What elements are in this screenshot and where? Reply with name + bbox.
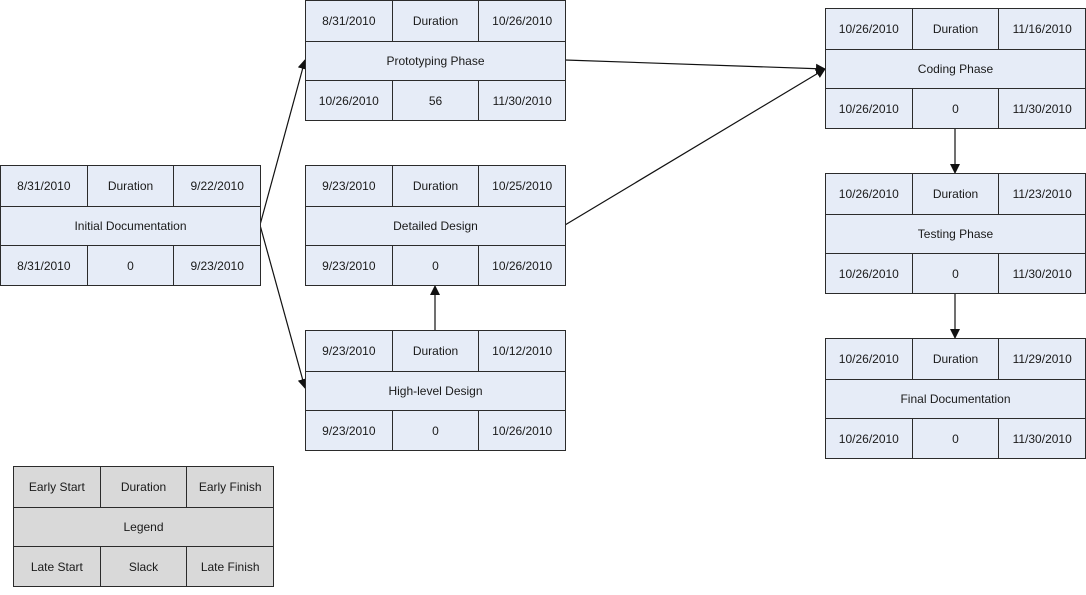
legend-duration: Duration [99,467,187,507]
late-start: 8/31/2010 [17,259,71,273]
late-finish: 11/30/2010 [478,81,565,121]
slack: 0 [86,246,174,286]
early-finish: 9/22/2010 [173,166,260,206]
late-finish: 11/30/2010 [998,419,1085,459]
duration-label: Duration [391,166,479,206]
task-initial-documentation[interactable]: 8/31/2010 Duration 9/22/2010 Initial Doc… [0,165,261,286]
slack: 0 [391,411,479,451]
legend-slack: Slack [99,547,187,587]
late-start: 9/23/2010 [322,424,376,438]
task-detailed-design[interactable]: 9/23/2010 Duration 10/25/2010 Detailed D… [305,165,566,286]
early-finish: 11/23/2010 [998,174,1085,214]
late-finish: 10/26/2010 [478,411,565,451]
late-finish: 11/30/2010 [998,254,1085,294]
task-final-documentation[interactable]: 10/26/2010 Duration 11/29/2010 Final Doc… [825,338,1086,459]
early-finish: 10/26/2010 [478,1,565,41]
task-coding-phase[interactable]: 10/26/2010 Duration 11/16/2010 Coding Ph… [825,8,1086,129]
arrow-detailed-to-coding [564,68,826,226]
late-start: 10/26/2010 [838,432,899,446]
task-name: High-level Design [388,384,483,398]
late-start: 10/26/2010 [318,94,379,108]
legend-title: Legend [123,520,164,534]
early-finish: 11/16/2010 [998,9,1085,49]
early-finish: 11/29/2010 [998,339,1085,379]
duration-label: Duration [911,9,999,49]
legend-late-start: Late Start [30,560,83,574]
task-name: Testing Phase [917,227,994,241]
task-name: Coding Phase [917,62,994,76]
late-finish: 11/30/2010 [998,89,1085,129]
late-start: 10/26/2010 [838,102,899,116]
task-name: Final Documentation [900,392,1011,406]
task-name: Detailed Design [393,219,478,233]
arrow-prototyping-to-coding [564,59,826,74]
duration-label: Duration [911,339,999,379]
early-start: 8/31/2010 [17,179,71,193]
duration-label: Duration [391,331,479,371]
slack: 56 [391,81,479,121]
arrow-initial-to-highlevel [259,224,308,389]
legend-box: Early Start Duration Early Finish Legend… [13,466,274,587]
task-prototyping-phase[interactable]: 8/31/2010 Duration 10/26/2010 Prototypin… [305,0,566,121]
early-finish: 10/25/2010 [478,166,565,206]
arrow-initial-to-prototyping [259,59,308,226]
late-start: 10/26/2010 [838,267,899,281]
slack: 0 [391,246,479,286]
late-start: 9/23/2010 [322,259,376,273]
legend-early-start: Early Start [28,480,85,494]
task-name: Prototyping Phase [386,54,485,68]
task-high-level-design[interactable]: 9/23/2010 Duration 10/12/2010 High-level… [305,330,566,451]
legend-early-finish: Early Finish [186,467,273,507]
duration-label: Duration [391,1,479,41]
slack: 0 [911,89,999,129]
late-finish: 10/26/2010 [478,246,565,286]
early-finish: 10/12/2010 [478,331,565,371]
duration-label: Duration [86,166,174,206]
late-finish: 9/23/2010 [173,246,260,286]
task-name: Initial Documentation [74,219,187,233]
early-start: 10/26/2010 [838,352,899,366]
early-start: 9/23/2010 [322,344,376,358]
early-start: 8/31/2010 [322,14,376,28]
early-start: 10/26/2010 [838,22,899,36]
task-testing-phase[interactable]: 10/26/2010 Duration 11/23/2010 Testing P… [825,173,1086,294]
duration-label: Duration [911,174,999,214]
slack: 0 [911,254,999,294]
early-start: 9/23/2010 [322,179,376,193]
early-start: 10/26/2010 [838,187,899,201]
legend-late-finish: Late Finish [186,547,273,587]
slack: 0 [911,419,999,459]
